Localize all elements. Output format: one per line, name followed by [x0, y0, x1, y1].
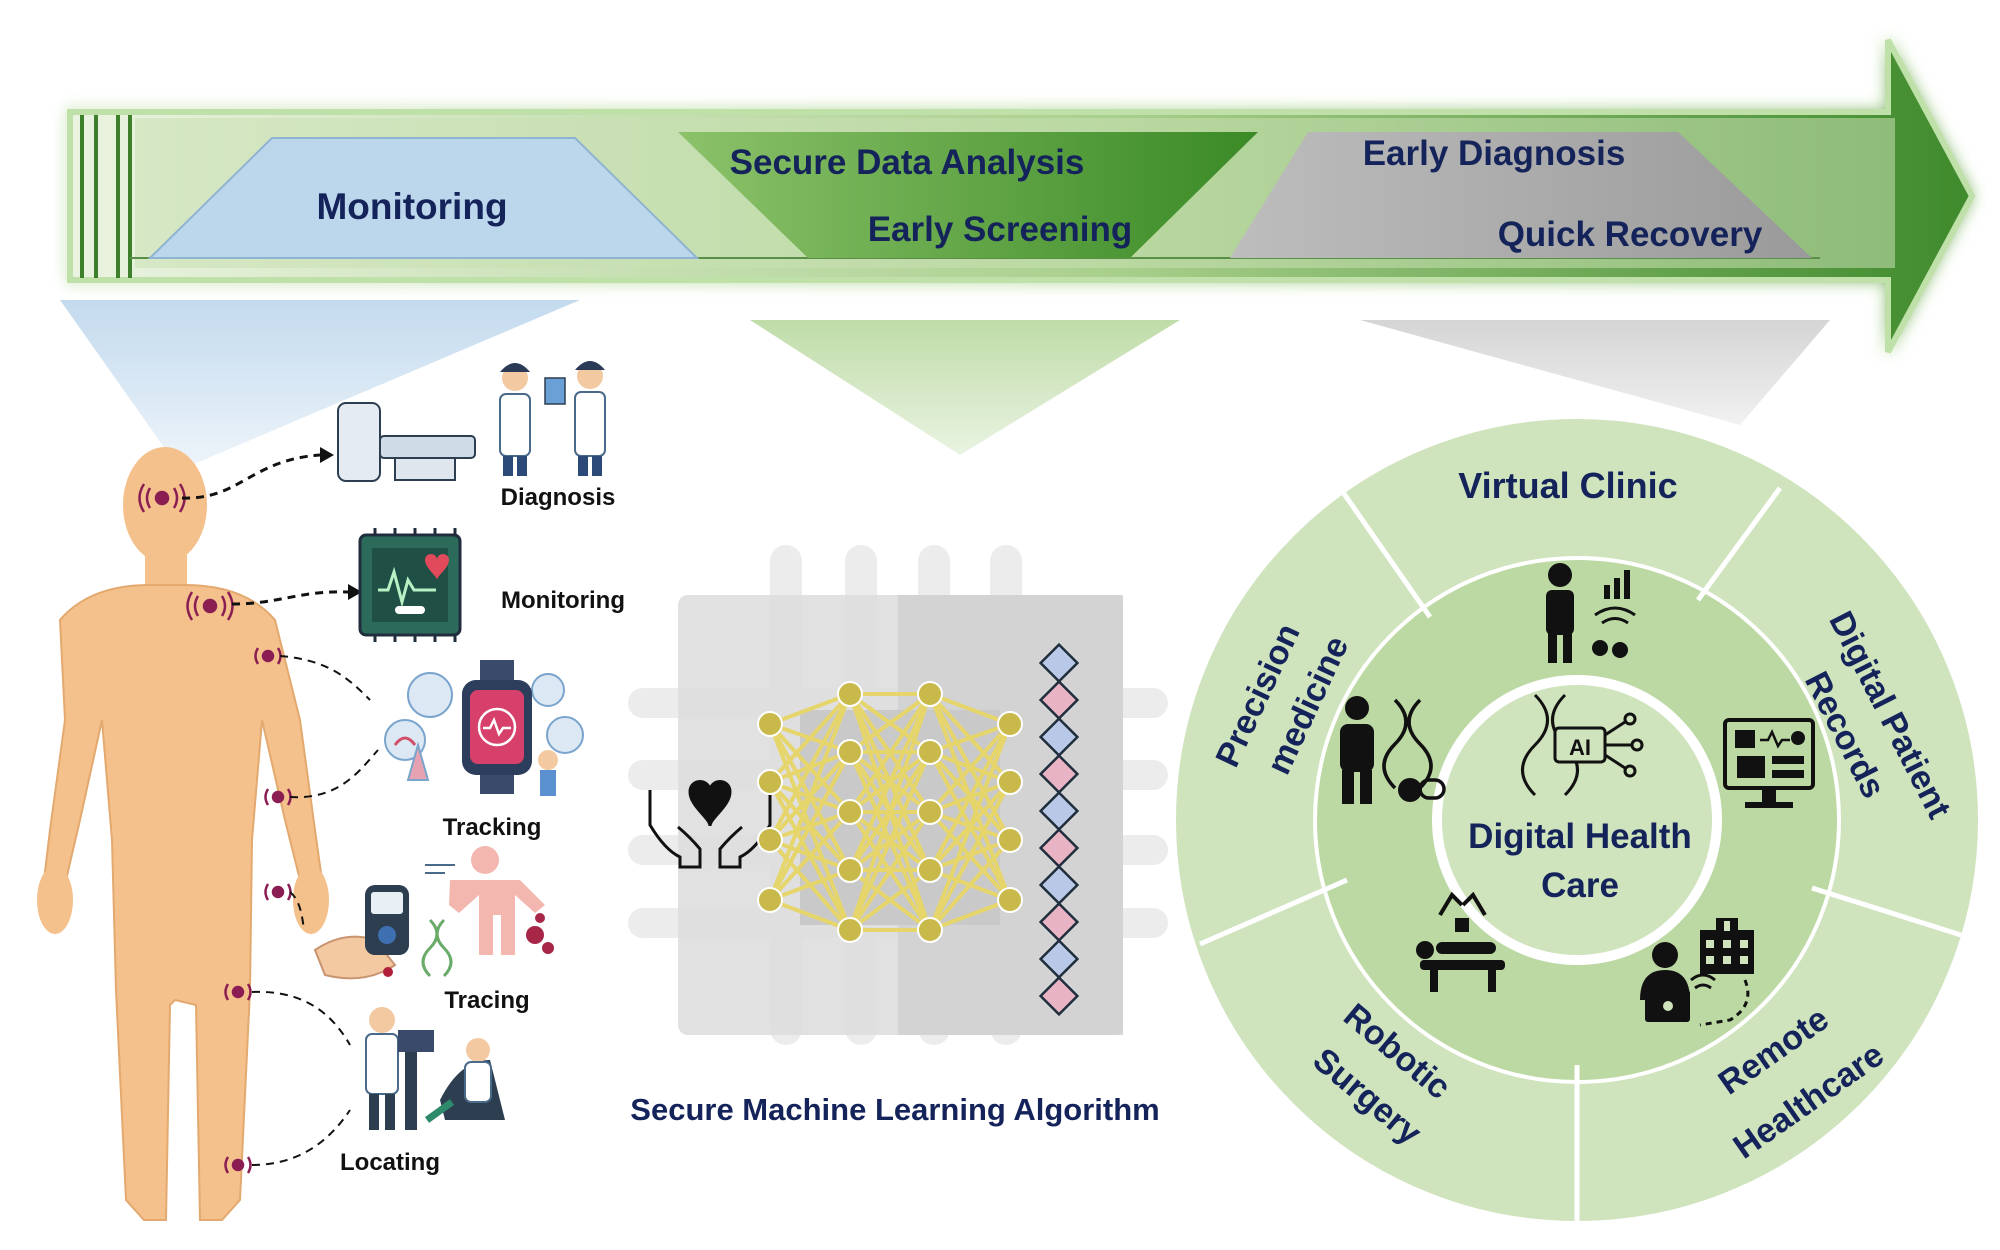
nn-connection: [848, 868, 932, 932]
virtual-clinic-icon: [1546, 563, 1636, 663]
nn-node: [997, 711, 1023, 737]
nn-connection: [769, 692, 851, 726]
center-label-line1: Digital Health: [1468, 817, 1692, 856]
nn-connection: [769, 868, 851, 902]
sensor-upperarm-icon: [254, 647, 282, 665]
nn-connection: [848, 692, 932, 814]
tracing-body-dna-icon: [421, 846, 554, 978]
sensor-label-tracing: Tracing: [444, 987, 529, 1014]
blockchain-cube: [1038, 716, 1080, 758]
nn-connection: [848, 693, 932, 931]
nn-node: [757, 887, 783, 913]
digital-records-monitor-icon: [1723, 718, 1815, 808]
doctors-icon: [499, 361, 606, 476]
nn-connection: [848, 810, 932, 932]
nn-connection: [848, 693, 932, 871]
stage-monitoring-label: Monitoring: [316, 186, 507, 227]
nn-connection: [928, 722, 1012, 814]
funnel-blue: [60, 300, 580, 470]
nn-connection: [929, 692, 1011, 726]
nn-connection: [768, 692, 852, 784]
neural-network-graphic: [757, 681, 1023, 943]
robotic-surgery-icon: [1416, 891, 1505, 992]
precision-medicine-icon: [1340, 696, 1446, 804]
nn-connection: [768, 693, 852, 901]
nn-node: [757, 711, 783, 737]
connector-arrows: [181, 453, 379, 1166]
blockchain-cube: [1038, 938, 1080, 980]
diagnosis-scanner-icon: [337, 402, 476, 482]
body-sensors: [138, 483, 292, 1174]
stage-analysis-line2: Early Screening: [868, 210, 1133, 249]
nn-node: [917, 799, 943, 825]
process-arrow-banner: Monitoring Secure Data Analysis Early Sc…: [67, 38, 1976, 354]
sensor-label-diagnosis: Diagnosis: [501, 484, 616, 511]
blockchain-cube: [1038, 975, 1080, 1017]
tracing-glucometer-icon: [313, 885, 409, 980]
blockchain-cube: [1038, 827, 1080, 869]
ml-caption: Secure Machine Learning Algorithm: [630, 1092, 1159, 1127]
center-label-line2: Care: [1541, 866, 1619, 905]
stage-recovery-line1: Early Diagnosis: [1363, 134, 1626, 173]
nn-node: [997, 887, 1023, 913]
nn-connection: [768, 693, 852, 841]
stage-recovery-shape: [1230, 132, 1812, 258]
tracking-smartwatch-icon: [384, 660, 584, 796]
nn-node: [837, 799, 863, 825]
nn-connection: [769, 898, 851, 932]
nn-node: [837, 739, 863, 765]
funnel-gray: [1360, 320, 1830, 425]
nn-node: [837, 681, 863, 707]
monitoring-chip-icon: [358, 528, 462, 642]
blockchain-cube: [1038, 901, 1080, 943]
nn-node: [997, 827, 1023, 853]
nn-connection: [929, 898, 1011, 932]
nn-connection: [848, 692, 932, 754]
sensor-label-tracking: Tracking: [443, 814, 542, 841]
nn-connection: [768, 751, 852, 901]
nn-node: [917, 917, 943, 943]
stage-analysis-shape: [678, 132, 1258, 258]
sensor-label-monitoring: Monitoring: [501, 587, 625, 614]
nn-node: [997, 769, 1023, 795]
funnel-green: [750, 320, 1180, 455]
remote-healthcare-icon: [1640, 918, 1754, 1027]
nn-connection: [928, 781, 1012, 931]
sensor-head-icon: [138, 483, 186, 513]
nn-node: [757, 827, 783, 853]
nn-node: [757, 769, 783, 795]
ai-badge-text: AI: [1569, 735, 1591, 760]
nn-node: [837, 917, 863, 943]
blockchain-cube: [1038, 790, 1080, 832]
stage-analysis-line1: Secure Data Analysis: [730, 143, 1085, 182]
stage-monitoring-shape: [147, 137, 700, 259]
blockchain-cube: [1038, 642, 1080, 684]
nn-connection: [848, 751, 932, 931]
sensor-wrist-icon: [264, 883, 292, 901]
sensor-ankle-icon: [224, 1156, 252, 1174]
human-body-figure: [37, 447, 329, 1221]
ai-dna-icon: [1521, 693, 1644, 797]
nn-connection: [928, 838, 1012, 932]
nn-node: [917, 681, 943, 707]
nn-node: [917, 739, 943, 765]
locating-doctor-patient-icon: [365, 1007, 505, 1130]
sensor-shoulder-icon: [186, 591, 234, 621]
nn-connection: [929, 722, 1011, 754]
nn-node: [837, 857, 863, 883]
nn-connection: [928, 723, 1012, 931]
blockchain-cubes-icon: [1038, 642, 1080, 1017]
sensor-knee-icon: [224, 983, 252, 1001]
blockchain-cube: [1038, 864, 1080, 906]
nn-node: [917, 857, 943, 883]
sensor-label-locating: Locating: [340, 1149, 440, 1176]
blockchain-cube: [1038, 753, 1080, 795]
stage-recovery-line2: Quick Recovery: [1498, 215, 1763, 254]
segment-virtual-clinic-label: Virtual Clinic: [1458, 465, 1677, 506]
blockchain-cube: [1038, 679, 1080, 721]
nn-connection: [928, 723, 1012, 871]
nn-connection: [768, 810, 852, 902]
